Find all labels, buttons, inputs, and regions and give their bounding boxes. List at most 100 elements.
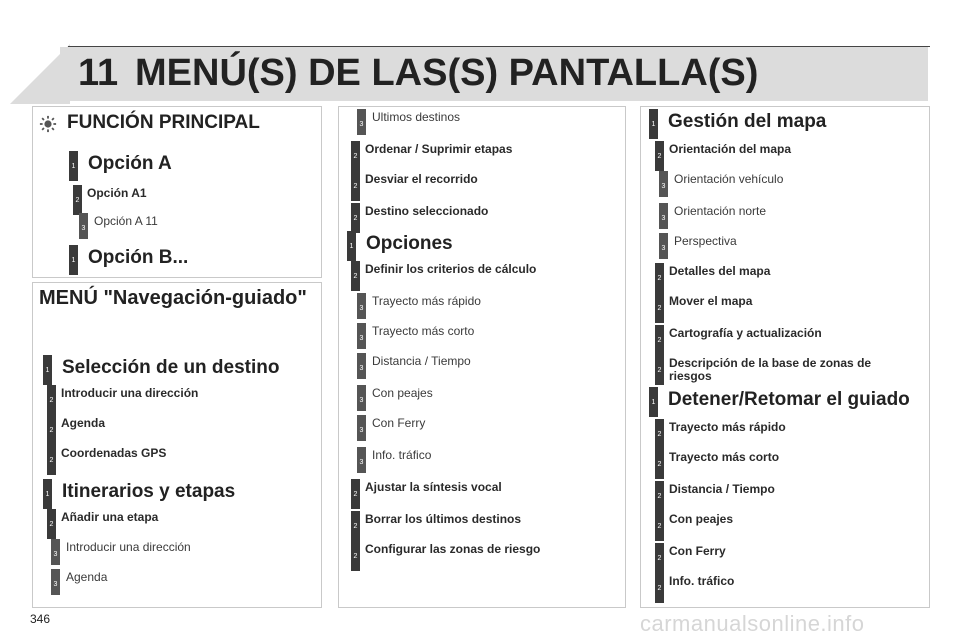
level-badge: 2 — [655, 511, 664, 541]
menu-item-level-2: 2 Destino seleccionado — [351, 203, 488, 233]
menu-item-level-3: 3 Agenda — [51, 569, 107, 595]
level-badge: 2 — [655, 355, 664, 385]
level-badge: 2 — [47, 445, 56, 475]
level-badge: 3 — [357, 415, 366, 441]
level-badge: 3 — [357, 323, 366, 349]
level-badge: 3 — [51, 539, 60, 565]
menu-item-label: Ordenar / Suprimir etapas — [365, 142, 513, 156]
menu-item-level-2: 2 Ordenar / Suprimir etapas — [351, 141, 512, 171]
level-badge: 2 — [351, 171, 360, 201]
menu-item-label: Con peajes — [669, 512, 734, 526]
sun-icon — [39, 115, 57, 133]
menu-item-label: Trayecto más corto — [669, 450, 780, 464]
menu-item-label: Trayecto más rápido — [669, 420, 786, 434]
menu-item-level-2: 2 Configurar las zonas de riesgo — [351, 541, 540, 571]
menu-item-label: Con Ferry — [372, 416, 426, 430]
menu-item-label: Agenda — [61, 416, 106, 430]
menu-item-label: Trayecto más corto — [372, 324, 475, 338]
menu-item-label: Definir los criterios de cálculo — [365, 262, 537, 276]
level-badge: 2 — [73, 185, 82, 215]
menu-item-label: Borrar los últimos destinos — [365, 512, 522, 526]
chapter-number: 11 — [78, 52, 119, 94]
level-badge: 2 — [351, 203, 360, 233]
menu-item-level-3: 3 Orientación norte — [659, 203, 766, 229]
level-badge: 2 — [351, 141, 360, 171]
menu-item-level-2: 2 Info. tráfico — [655, 573, 734, 603]
level-badge: 3 — [357, 385, 366, 411]
menu-item-label: Configurar las zonas de riesgo — [365, 542, 541, 556]
level-badge: 2 — [655, 419, 664, 449]
menu-item-label: Con Ferry — [669, 544, 726, 558]
menu-item-level-3: 3 Perspectiva — [659, 233, 737, 259]
menu-item-label: Detener/Retomar el guiado — [668, 389, 910, 410]
menu-item-label: Perspectiva — [674, 234, 737, 248]
navigation-menu-title: MENÚ "Navegación-guiado" — [39, 287, 307, 309]
menu-item-level-2: 2 Borrar los últimos destinos — [351, 511, 521, 541]
level-badge: 3 — [357, 293, 366, 319]
level-badge: 2 — [655, 325, 664, 355]
level-badge: 1 — [649, 109, 658, 139]
menu-item-label: Agenda — [66, 570, 108, 584]
level-badge: 3 — [357, 353, 366, 379]
menu-item-label: Ajustar la síntesis vocal — [365, 480, 502, 494]
level-badge: 2 — [655, 481, 664, 511]
level-badge: 2 — [655, 449, 664, 479]
menu-item-label: Destino seleccionado — [365, 204, 489, 218]
menu-item-level-1: 1 Detener/Retomar el guiado — [649, 387, 910, 417]
level-badge: 1 — [43, 355, 52, 385]
level-badge: 2 — [351, 479, 360, 509]
menu-item-level-2: 2 Orientación del mapa — [655, 141, 791, 171]
menu-item-level-2: 2 Trayecto más rápido — [655, 419, 786, 449]
menu-item-level-2: 2 Trayecto más corto — [655, 449, 779, 479]
menu-item-level-1: 1 Opción B... — [69, 245, 188, 275]
level-badge: 3 — [659, 203, 668, 229]
menu-item-label: Introducir una dirección — [61, 386, 199, 400]
chapter-title: MENÚ(S) DE LAS(S) PANTALLA(S) — [135, 52, 759, 94]
level-badge: 3 — [51, 569, 60, 595]
level-badge: 3 — [357, 447, 366, 473]
menu-item-level-2: 2 Con peajes — [655, 511, 733, 541]
menu-item-label: Opción A 11 — [94, 214, 158, 228]
menu-item-label: Info. tráfico — [669, 574, 735, 588]
header-bar — [60, 47, 928, 101]
menu-item-label: Cartografía y actualización — [669, 326, 822, 340]
menu-item-level-2: 2 Cartografía y actualización — [655, 325, 822, 355]
menu-item-label: Gestión del mapa — [668, 111, 827, 132]
menu-item-label: Ultimos destinos — [372, 110, 461, 124]
menu-column-2: 3 Ultimos destinos 2 Ordenar / Suprimir eta… — [338, 106, 626, 608]
level-badge: 1 — [649, 387, 658, 417]
level-badge: 3 — [357, 109, 366, 135]
menu-item-label: Distancia / Tiempo — [669, 482, 775, 496]
level-badge: 2 — [655, 573, 664, 603]
menu-item-label: Con peajes — [372, 386, 433, 400]
level-badge: 2 — [351, 511, 360, 541]
level-badge: 2 — [655, 293, 664, 323]
menu-item-label: Opciones — [366, 233, 453, 254]
menu-item-label: Opción B... — [88, 247, 189, 268]
menu-item-level-3: 3 Ultimos destinos — [357, 109, 460, 135]
level-badge: 3 — [659, 233, 668, 259]
level-badge: 1 — [69, 245, 78, 275]
watermark: carmanualsonline.info — [640, 611, 865, 636]
menu-item-label: Desviar el recorrido — [365, 172, 478, 186]
level-badge: 2 — [351, 541, 360, 571]
level-badge: 2 — [655, 141, 664, 171]
menu-item-label: Orientación del mapa — [669, 142, 792, 156]
main-function-title: FUNCIÓN PRINCIPAL — [67, 112, 260, 133]
menu-item-label: Añadir una etapa — [61, 510, 159, 524]
menu-item-level-3: 3 Trayecto más corto — [357, 323, 474, 349]
menu-item-label: Orientación norte — [674, 204, 767, 218]
menu-item-level-3: 3 Con Ferry — [357, 415, 425, 441]
